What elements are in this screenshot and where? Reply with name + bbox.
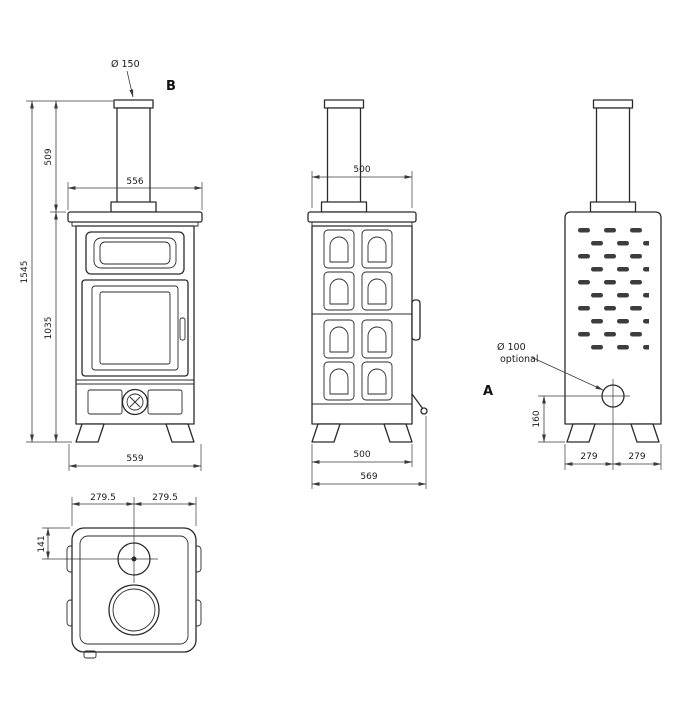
dim-279-right: 279 [628,452,645,462]
outlet-diameter-label: Ø 100 [497,342,526,353]
rear-vent-perforations [577,226,649,350]
front-flue-pipe [110,99,157,213]
dim-559: 559 [126,454,143,464]
dim-556: 556 [126,177,143,187]
door-handle [179,317,186,341]
air-control-knob [121,388,149,416]
dim-total-height: 1545 [20,100,34,443]
dim-top-halves: 279.5 279.5 [71,493,197,526]
front-stove-body [67,211,203,425]
top-flue-outlet [42,497,158,583]
rear-view: Ø 100 optional A 160 279 279 [483,99,662,470]
flue-diameter-label: Ø 150 [111,59,140,70]
outlet-note-label: optional [500,354,539,365]
dim-top-depth: 500 [311,165,413,208]
dim-569: 569 [360,472,377,482]
dim-279-5-right: 279.5 [152,493,178,503]
fire-door [81,279,189,377]
front-flue-callout: Ø 150 [111,59,140,98]
dim-500-bottom: 500 [353,450,370,460]
dim-flue-height: 509 [26,100,113,213]
rear-outlet [538,379,630,470]
dim-top-width: 556 [67,177,203,210]
front-legs [75,423,195,443]
oven-door [85,231,185,275]
dim-1545: 1545 [20,261,30,284]
dim-base-width: 559 [68,444,202,471]
side-flue-pipe [320,99,368,213]
side-view: 500 500 569 [307,99,428,489]
ash-drawer [76,379,194,416]
ash-lever [411,393,424,410]
view-a-label: A [483,384,493,399]
dim-509: 509 [44,148,54,165]
top-cooking-ring [108,584,160,636]
view-b-label: B [166,79,176,94]
front-view: Ø 150 B 556 509 1035 1545 [20,59,203,471]
dim-outlet-height: 160 [532,395,565,443]
dim-141: 141 [37,535,47,552]
rear-flue-pipe [589,99,637,213]
rear-outlet-circle [601,384,625,408]
top-view: 279.5 279.5 141 [37,493,202,659]
side-handle [411,299,428,415]
dim-base-depth: 500 [311,444,413,489]
dim-160: 160 [532,410,542,427]
side-legs [311,423,413,443]
dim-flue-offset: 141 [37,527,70,560]
dim-overall-depth: 569 [311,416,427,489]
dim-rear-halves: 279 279 [564,444,662,470]
top-rear-tab [83,650,97,659]
dim-body-height: 1035 [26,211,72,443]
rear-outlet-callout: Ø 100 optional [497,342,604,391]
dim-500-top: 500 [353,165,370,175]
dim-279-left: 279 [580,452,597,462]
dim-1035: 1035 [44,317,54,340]
dim-279-5-left: 279.5 [90,493,116,503]
